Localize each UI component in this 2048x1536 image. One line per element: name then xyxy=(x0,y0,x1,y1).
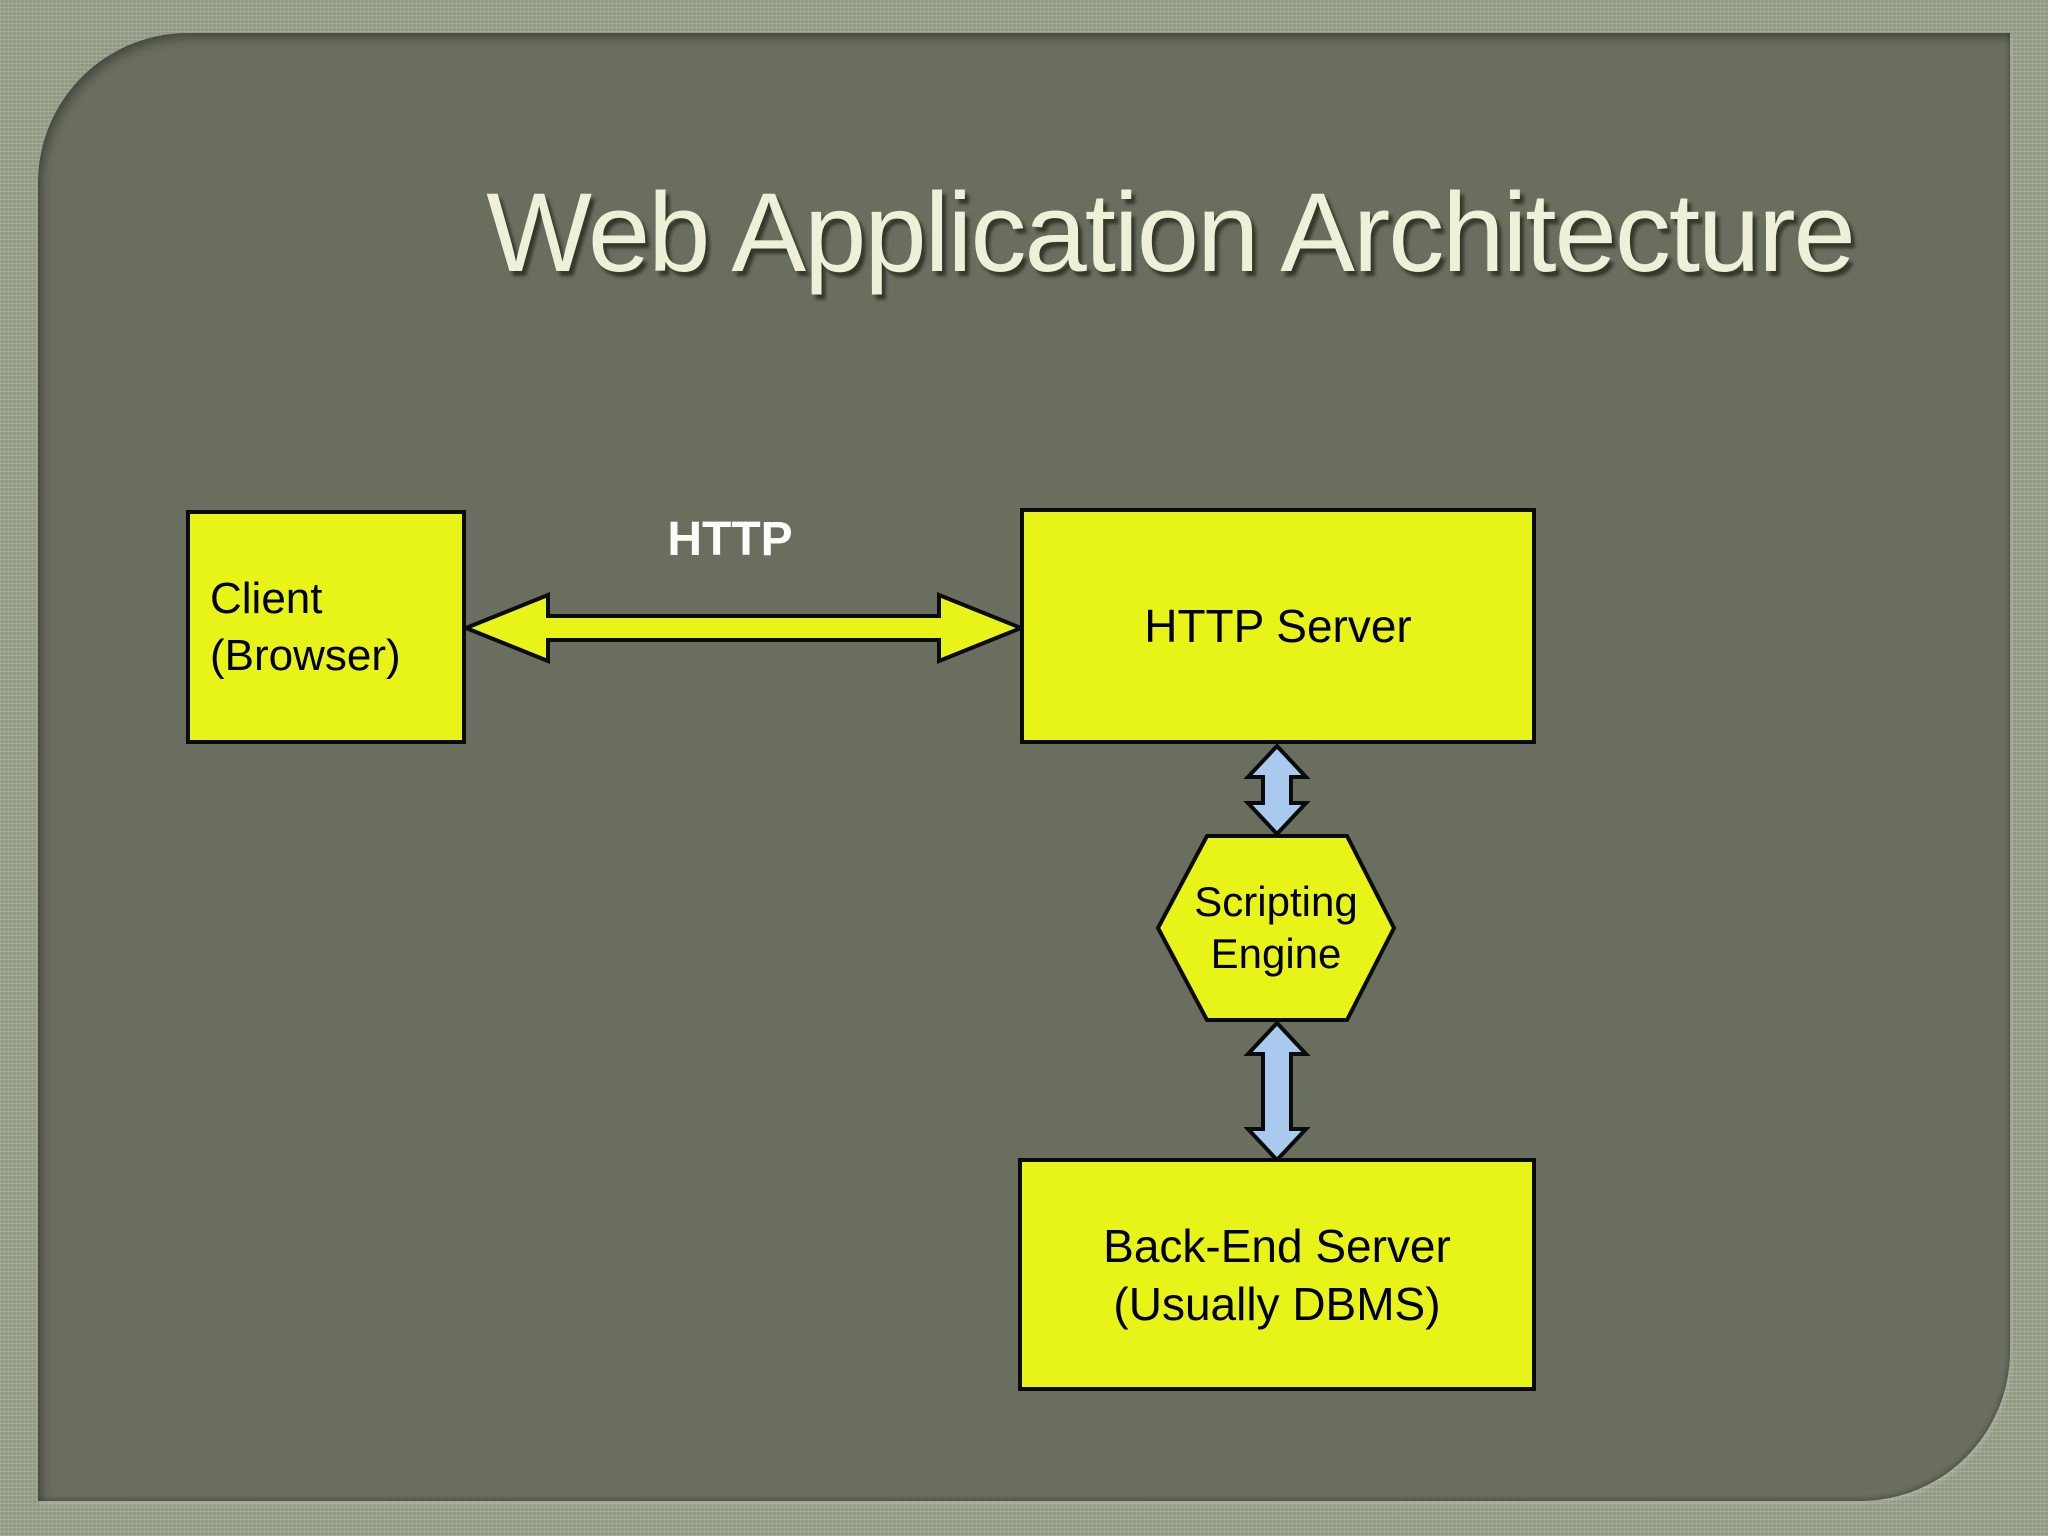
server-engine-double-arrow-icon xyxy=(1243,743,1311,837)
http-server-box: HTTP Server xyxy=(1020,508,1536,744)
slide-title: Web Application Architecture xyxy=(486,170,1856,295)
engine-backend-double-arrow-icon xyxy=(1243,1020,1311,1163)
client-box-label: Client (Browser) xyxy=(210,574,401,680)
scripting-engine-label: Scripting Engine xyxy=(1194,878,1358,977)
http-double-arrow-icon xyxy=(460,592,1027,664)
backend-server-label: Back-End Server (Usually DBMS) xyxy=(1103,1219,1451,1330)
http-edge-label: HTTP xyxy=(667,513,793,566)
scripting-engine-node: Scripting Engine xyxy=(1156,866,1396,990)
backend-server-box: Back-End Server (Usually DBMS) xyxy=(1018,1158,1536,1391)
http-server-label: HTTP Server xyxy=(1144,600,1412,652)
scripting-engine-hexagon xyxy=(1155,834,1397,1022)
client-box: Client (Browser) xyxy=(186,510,466,744)
